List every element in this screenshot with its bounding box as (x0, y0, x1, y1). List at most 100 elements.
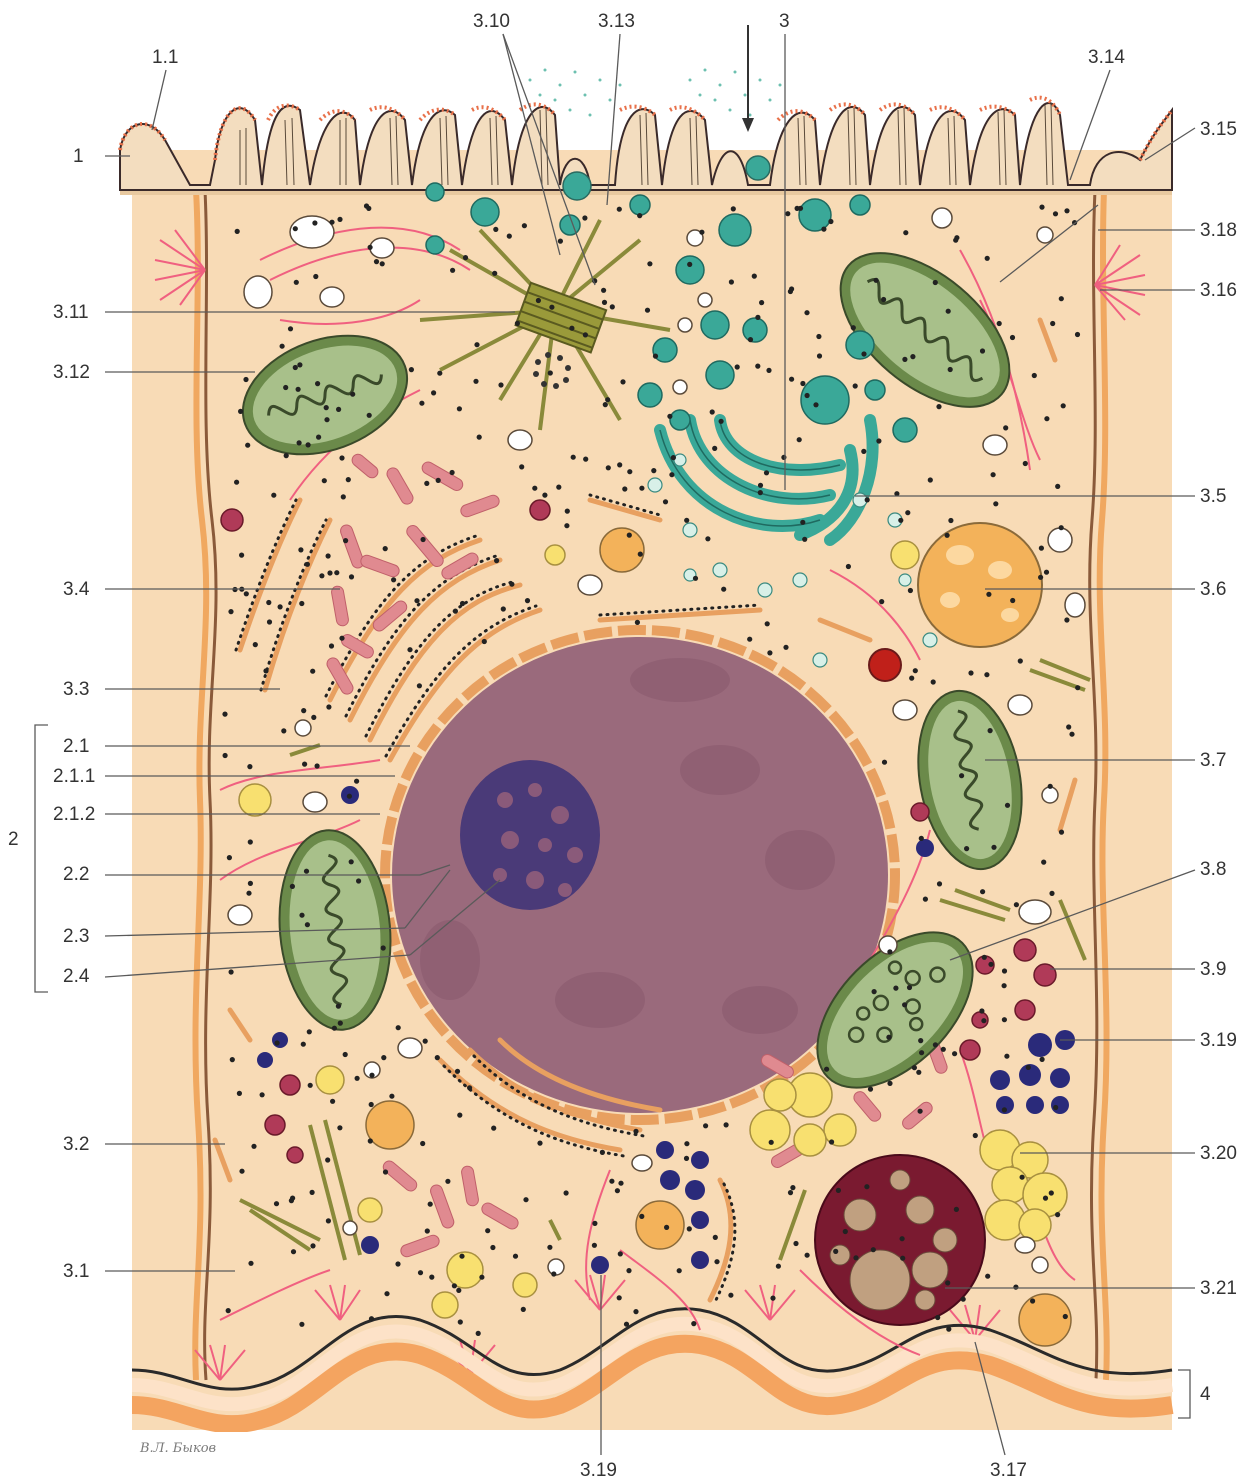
ribosome-dot (395, 1261, 400, 1266)
ribosome-dot (245, 443, 250, 448)
ribosome-dot (635, 620, 640, 625)
ribosome-dot (691, 1321, 696, 1326)
ribosome-dot (789, 377, 794, 382)
ribosome-dot (948, 367, 953, 372)
ribosome-dot (705, 536, 710, 541)
ribosome-dot (336, 1004, 341, 1009)
label-3-12: 3.12 (53, 362, 90, 383)
ribosome-dot (307, 1029, 312, 1034)
ribosome-dot (986, 592, 991, 597)
ribosome-dot (248, 839, 253, 844)
label-3-5: 3.5 (1200, 486, 1226, 507)
ribosome-dot (251, 1144, 256, 1149)
ribosome-dot (639, 1214, 644, 1219)
ribosome-dot (355, 1076, 360, 1081)
ribosome-dot (266, 600, 271, 605)
ribosome-dot (523, 1197, 528, 1202)
ribosome-dot (297, 440, 302, 445)
ribosome-dot (391, 577, 396, 582)
ribosome-dot (329, 643, 334, 648)
ribosome-dot (937, 881, 942, 886)
ribosome-dot (627, 469, 632, 474)
ribosome-dot (463, 255, 468, 260)
ribosome-dot (1069, 732, 1074, 737)
ribosome-dot (271, 493, 276, 498)
label-1: 1 (73, 146, 84, 167)
ribosome-dot (964, 846, 969, 851)
ribosome-dot (766, 368, 771, 373)
ribosome-dot (299, 601, 304, 606)
ribosome-dot (765, 621, 770, 626)
ribosome-dot (324, 417, 329, 422)
ribosome-dot (429, 1275, 434, 1280)
ribosome-dot (905, 510, 910, 515)
label-3-19-bottom: 3.19 (580, 1460, 617, 1481)
ribosome-dot (428, 1202, 433, 1207)
ribosome-dot (802, 537, 807, 542)
ribosome-dot (349, 859, 354, 864)
ribosome-dot (1044, 570, 1049, 575)
ribosome-dot (315, 381, 320, 386)
ribosome-dot (582, 215, 587, 220)
ribosome-dot (724, 1122, 729, 1127)
chromatin-patch (555, 972, 645, 1028)
ribosome-dot (617, 462, 622, 467)
ribosome-dot (781, 455, 786, 460)
ribosome-dot (1002, 983, 1007, 988)
ribosome-dot (1050, 321, 1055, 326)
ribosome-dot (248, 881, 253, 886)
ribosome-dot (618, 1251, 623, 1256)
ribosome-dot (310, 669, 315, 674)
ribosome-dot (1040, 1057, 1045, 1062)
ribosome-dot (879, 599, 884, 604)
ribosome-dot (712, 446, 717, 451)
ribosome-dot (887, 949, 892, 954)
ribosome-dot (383, 1169, 388, 1174)
ribosome-dot (872, 989, 877, 994)
ribosome-dot (919, 836, 924, 841)
ribosome-dot (853, 1255, 858, 1260)
ribosome-dot (993, 501, 998, 506)
ribosome-dot (719, 419, 724, 424)
ribosome-dot (332, 1026, 337, 1031)
ribosome-dot (418, 1270, 423, 1275)
label-3-2: 3.2 (63, 1134, 89, 1155)
ribosome-dot (918, 1038, 923, 1043)
ribosome-dot (302, 762, 307, 767)
ribosome-dot (821, 227, 826, 232)
label-3-21: 3.21 (1200, 1278, 1237, 1299)
ribosome-dot (389, 1094, 394, 1099)
ribosome-dot (297, 362, 302, 367)
ribosome-dot (341, 494, 346, 499)
ribosome-dot (868, 1087, 873, 1092)
ribosome-dot (876, 438, 881, 443)
bracket-4 (1178, 1370, 1190, 1418)
ribosome-dot (1030, 1298, 1035, 1303)
label-3-9: 3.9 (1200, 959, 1226, 980)
ribosome-dot (368, 1138, 373, 1143)
ribosome-dot (748, 337, 753, 342)
ribosome-dot (547, 1245, 552, 1250)
ribosome-dot (291, 1249, 296, 1254)
ribosome-dot (1044, 416, 1049, 421)
ribosome-dot (752, 274, 757, 279)
ribosome-dot (450, 470, 455, 475)
ribosome-dot (828, 219, 833, 224)
ribosome-dot (366, 206, 371, 211)
ribosome-dot (493, 227, 498, 232)
ribosome-dot (293, 226, 298, 231)
ribosome-dot (260, 1092, 265, 1097)
label-3-15: 3.15 (1200, 119, 1237, 140)
ribosome-dot (571, 455, 576, 460)
ribosome-dot (417, 683, 422, 688)
ribosome-dot (334, 570, 339, 575)
ribosome-dot (1039, 205, 1044, 210)
label-3-4: 3.4 (63, 579, 90, 600)
ribosome-dot (776, 1264, 781, 1269)
label-3-14: 3.14 (1088, 47, 1125, 68)
ribosome-dot (980, 348, 985, 353)
ribosome-dot (234, 480, 239, 485)
ribosome-dot (935, 1315, 940, 1320)
ribosome-dot (288, 326, 293, 331)
ribosome-dot (980, 889, 985, 894)
